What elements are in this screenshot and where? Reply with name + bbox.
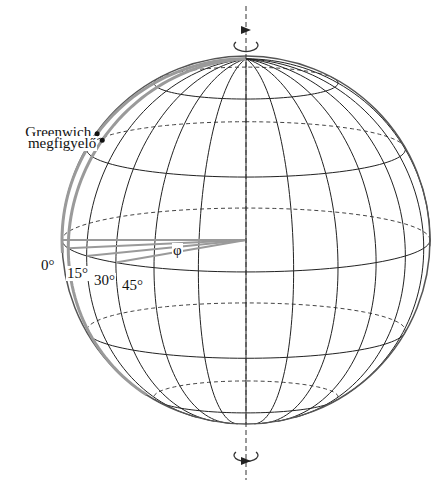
place-label: megfigyelő — [27, 136, 97, 151]
observer-point — [100, 138, 105, 143]
rotation-axis — [246, 6, 247, 480]
longitude-ray — [116, 240, 246, 263]
rotation-arrowhead — [241, 26, 251, 34]
parallel-hidden — [88, 122, 246, 147]
parallel-hidden — [87, 303, 246, 332]
degree-label: 0° — [40, 258, 56, 273]
rotation-arrowhead — [241, 457, 251, 465]
degree-label: 30° — [93, 273, 116, 288]
meridian — [246, 59, 294, 424]
angle-label: φ — [172, 243, 183, 258]
observer-meridian — [68, 59, 246, 395]
degree-label: 15° — [66, 266, 89, 281]
meridian — [68, 59, 246, 395]
meridian — [246, 59, 338, 423]
meridian — [246, 59, 430, 247]
degree-label: 45° — [121, 278, 144, 293]
parallel-hidden — [246, 122, 405, 148]
parallel-hidden — [246, 303, 405, 334]
meridian — [246, 59, 376, 421]
rotation-arrow — [234, 42, 258, 51]
parallel-hidden — [62, 208, 246, 238]
